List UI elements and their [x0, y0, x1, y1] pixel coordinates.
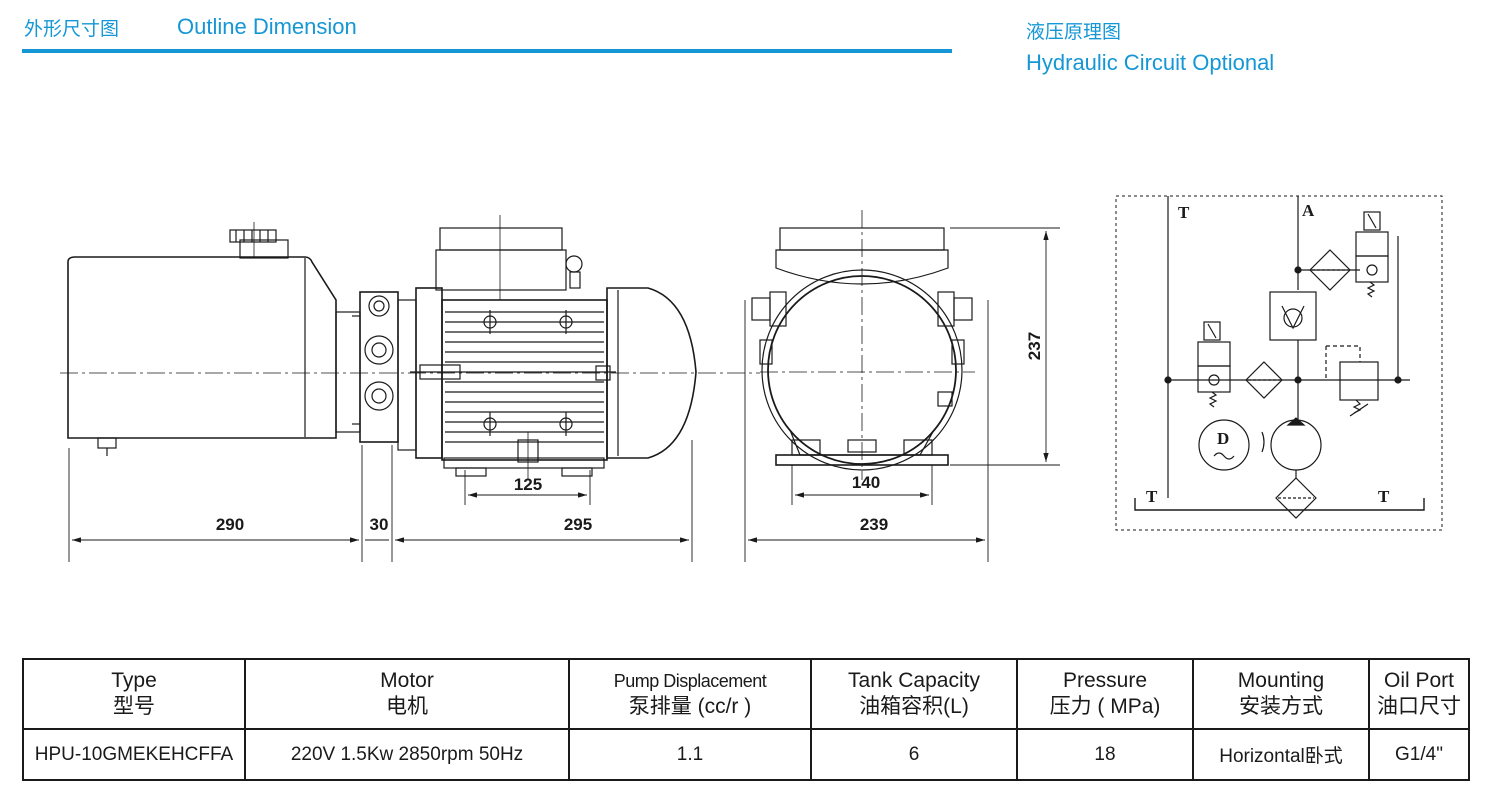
dim-239: 239: [860, 515, 888, 534]
dim-140: 140: [852, 473, 880, 492]
port-t-top: T: [1178, 203, 1190, 222]
circuit-title-cn: 液压原理图: [1026, 22, 1122, 43]
side-view: [60, 215, 760, 480]
dim-30: 30: [370, 515, 389, 534]
port-a: A: [1302, 201, 1315, 220]
outline-title-cn: 外形尺寸图: [24, 19, 120, 40]
valve-block: [335, 291, 399, 443]
outline-title-en: Outline Dimension: [177, 14, 357, 39]
cell-type: HPU-10GMEKEHCFFA: [22, 728, 246, 781]
technical-drawing: 290 30 295 125 140 239 237: [60, 195, 1443, 562]
circuit-title-en: Hydraulic Circuit Optional: [1026, 50, 1275, 75]
port-t-bottom-right: T: [1378, 487, 1390, 506]
cell-mounting: Horizontal卧式: [1192, 728, 1370, 781]
motor-flange: [397, 287, 616, 459]
oil-tank: [67, 222, 337, 456]
table-row: HPU-10GMEKEHCFFA 220V 1.5Kw 2850rpm 50Hz…: [22, 728, 1470, 781]
port-t-bottom-left: T: [1146, 487, 1158, 506]
cell-pump-displacement: 1.1: [568, 728, 812, 781]
motor-symbol: D: [1217, 429, 1229, 448]
motor-body: [435, 215, 697, 480]
dimension-lines: [68, 227, 1060, 562]
dim-290: 290: [216, 515, 244, 534]
front-view: [751, 210, 975, 480]
dim-125: 125: [514, 475, 542, 494]
cell-tank-capacity: 6: [810, 728, 1018, 781]
dim-237: 237: [1025, 332, 1044, 360]
hydraulic-circuit: [1115, 195, 1443, 531]
cell-pressure: 18: [1016, 728, 1194, 781]
dim-295: 295: [564, 515, 592, 534]
cell-oil-port: G1/4": [1368, 728, 1470, 781]
header-rule: [22, 49, 952, 53]
cell-motor: 220V 1.5Kw 2850rpm 50Hz: [244, 728, 570, 781]
